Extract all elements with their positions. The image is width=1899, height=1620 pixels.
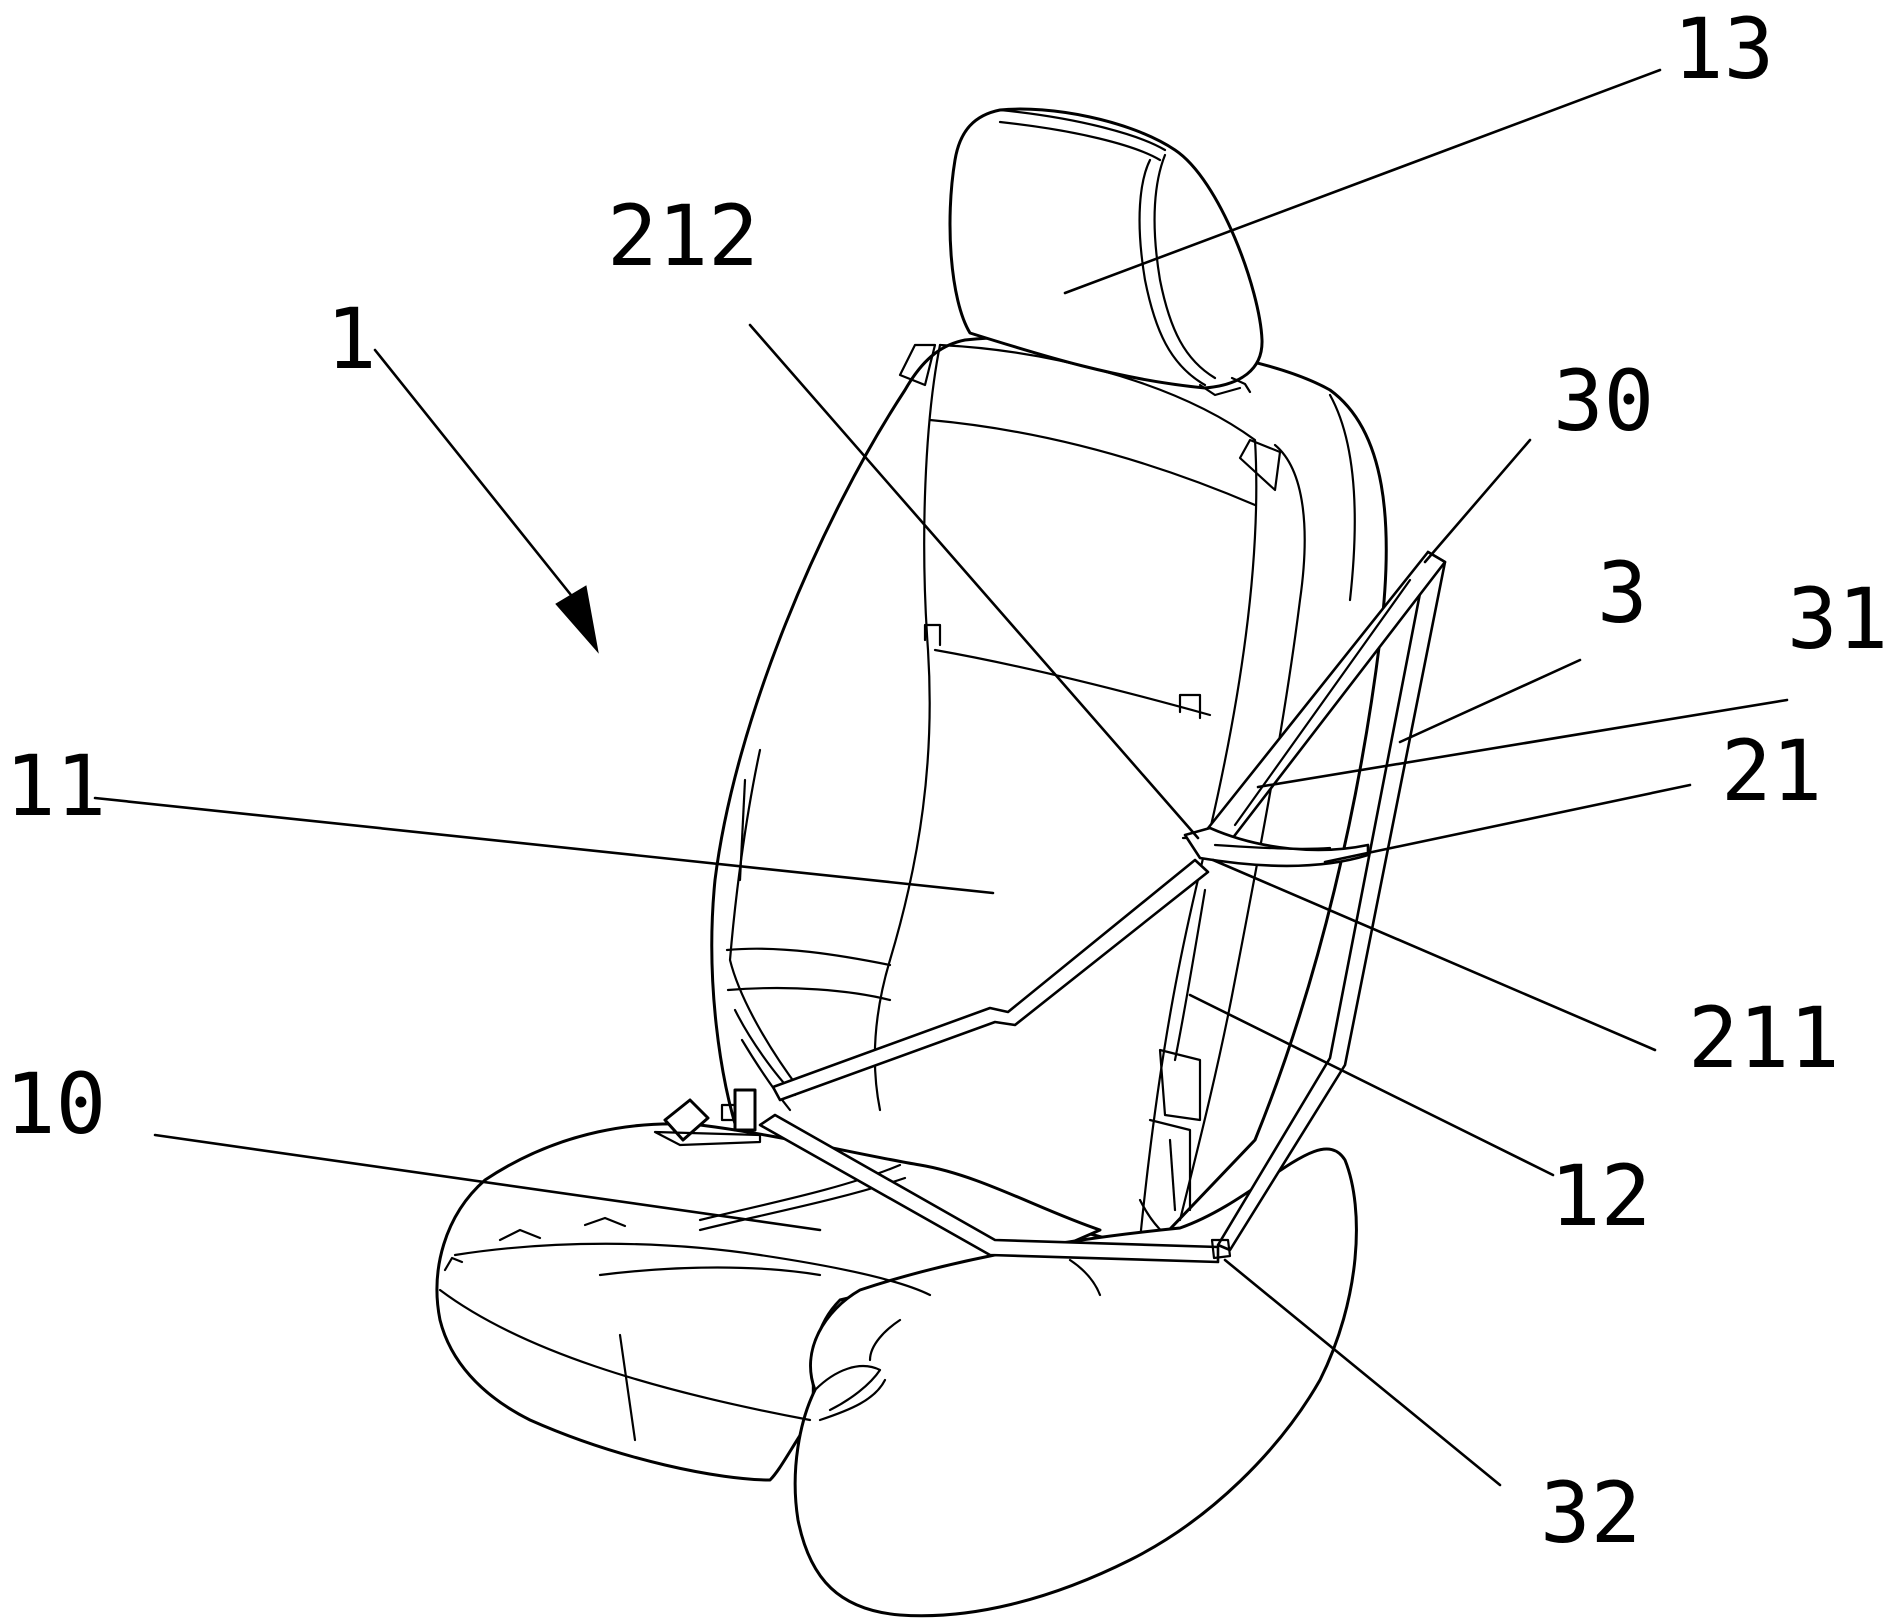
label-support-frame: 3 xyxy=(1597,544,1648,642)
support-frame xyxy=(1183,376,1447,1260)
seat-back xyxy=(710,335,1388,1252)
leader-12 xyxy=(1188,993,1555,1177)
label-strap-lower-section: 211 xyxy=(1688,989,1840,1087)
leader-30 xyxy=(1423,438,1532,564)
label-frame-top: 30 xyxy=(1553,352,1654,450)
leader-32 xyxy=(1223,1258,1502,1487)
arrowhead-1 xyxy=(555,585,599,654)
label-strap-junction: 21 xyxy=(1721,722,1822,820)
label-seat-assembly: 1 xyxy=(326,290,377,388)
label-seat-cushion: 10 xyxy=(5,1055,106,1153)
label-headrest: 13 xyxy=(1673,0,1774,98)
leader-31 xyxy=(1256,698,1789,789)
leader-11 xyxy=(93,796,995,895)
label-frame-upper-member: 31 xyxy=(1787,570,1888,668)
reference-labels: 1 10 11 12 13 21 211 212 3 30 31 32 xyxy=(5,0,1888,1562)
leader-lines xyxy=(93,68,1789,1487)
label-frame-lower-end: 32 xyxy=(1540,1464,1641,1562)
leader-1 xyxy=(373,348,577,602)
leader-3 xyxy=(1398,658,1582,744)
belt-straps xyxy=(653,836,1220,1264)
headrest xyxy=(948,107,1264,397)
leader-212 xyxy=(748,323,1200,840)
leader-211 xyxy=(1211,858,1657,1052)
label-strap-upper-section: 212 xyxy=(607,187,759,285)
label-side-frame: 12 xyxy=(1550,1147,1651,1245)
leader-10 xyxy=(153,1133,822,1232)
label-seat-back: 11 xyxy=(5,737,106,835)
leader-21 xyxy=(1323,783,1692,864)
leader-13 xyxy=(1063,68,1662,295)
